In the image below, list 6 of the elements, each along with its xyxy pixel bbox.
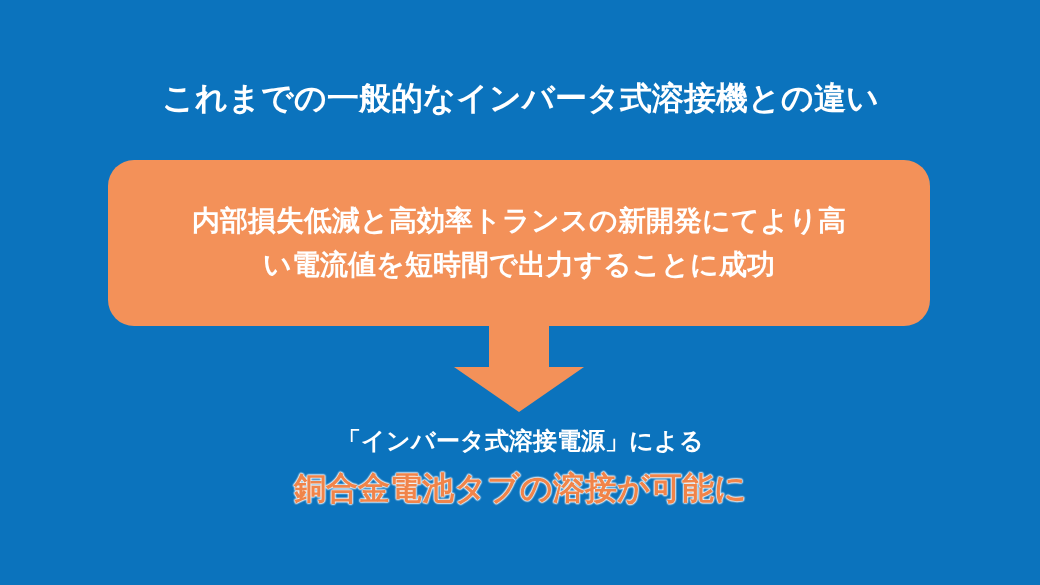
- highlight-text: 銅合金電池タブの溶接が可能に: [293, 468, 747, 509]
- box-text: 内部損失低減と高効率トランスの新開発にてより高い電流値を短時間で出力することに成功: [191, 203, 847, 283]
- result-text: 「インバータ式溶接電源」による: [336, 426, 704, 457]
- block-arrow: [454, 326, 584, 412]
- title: これまでの一般的なインバータ式溶接機との違い: [160, 78, 880, 119]
- rounded-box: [108, 160, 930, 326]
